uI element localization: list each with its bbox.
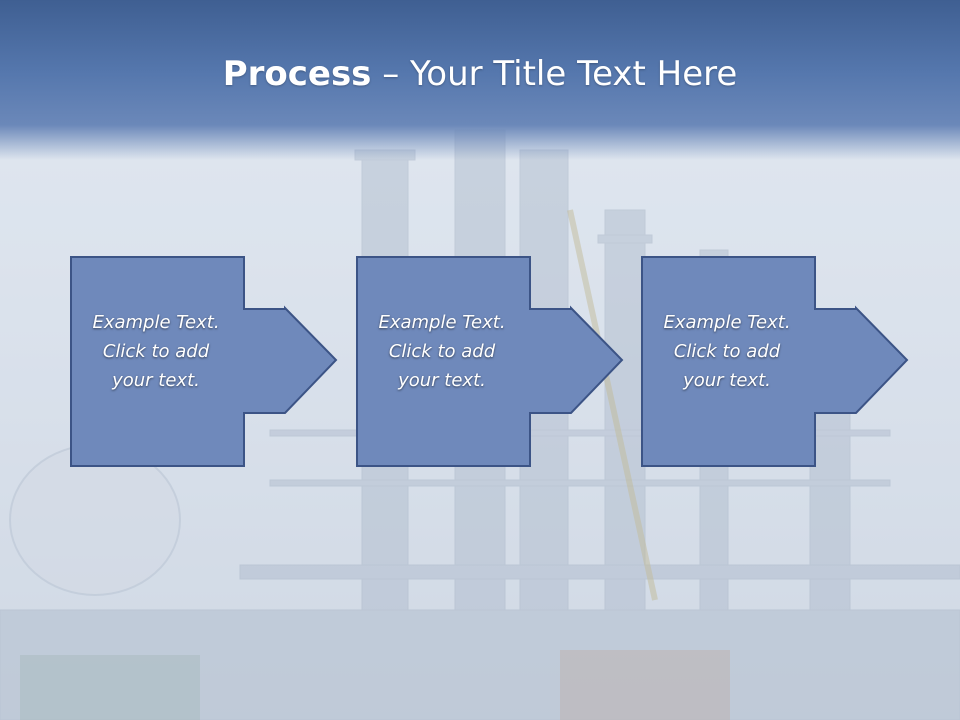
process-step-2[interactable]: Example Text. Click to add your text. [356, 256, 624, 468]
process-step-3[interactable]: Example Text. Click to add your text. [641, 256, 909, 468]
process-step-1[interactable]: Example Text. Click to add your text. [70, 256, 338, 468]
right-arrow-icon [70, 256, 338, 467]
step-3-text: Example Text. Click to add your text. [663, 312, 791, 391]
step-1-text: Example Text. Click to add your text. [92, 312, 220, 391]
right-arrow-icon [641, 256, 909, 467]
step-2-text: Example Text. Click to add your text. [378, 312, 506, 391]
title-header-band [0, 0, 960, 160]
slide-title[interactable]: Process – Your Title Text Here [0, 52, 960, 96]
right-arrow-icon [356, 256, 624, 467]
title-bold-text: Process [222, 54, 372, 94]
title-rest-text: – Your Title Text Here [371, 54, 738, 94]
